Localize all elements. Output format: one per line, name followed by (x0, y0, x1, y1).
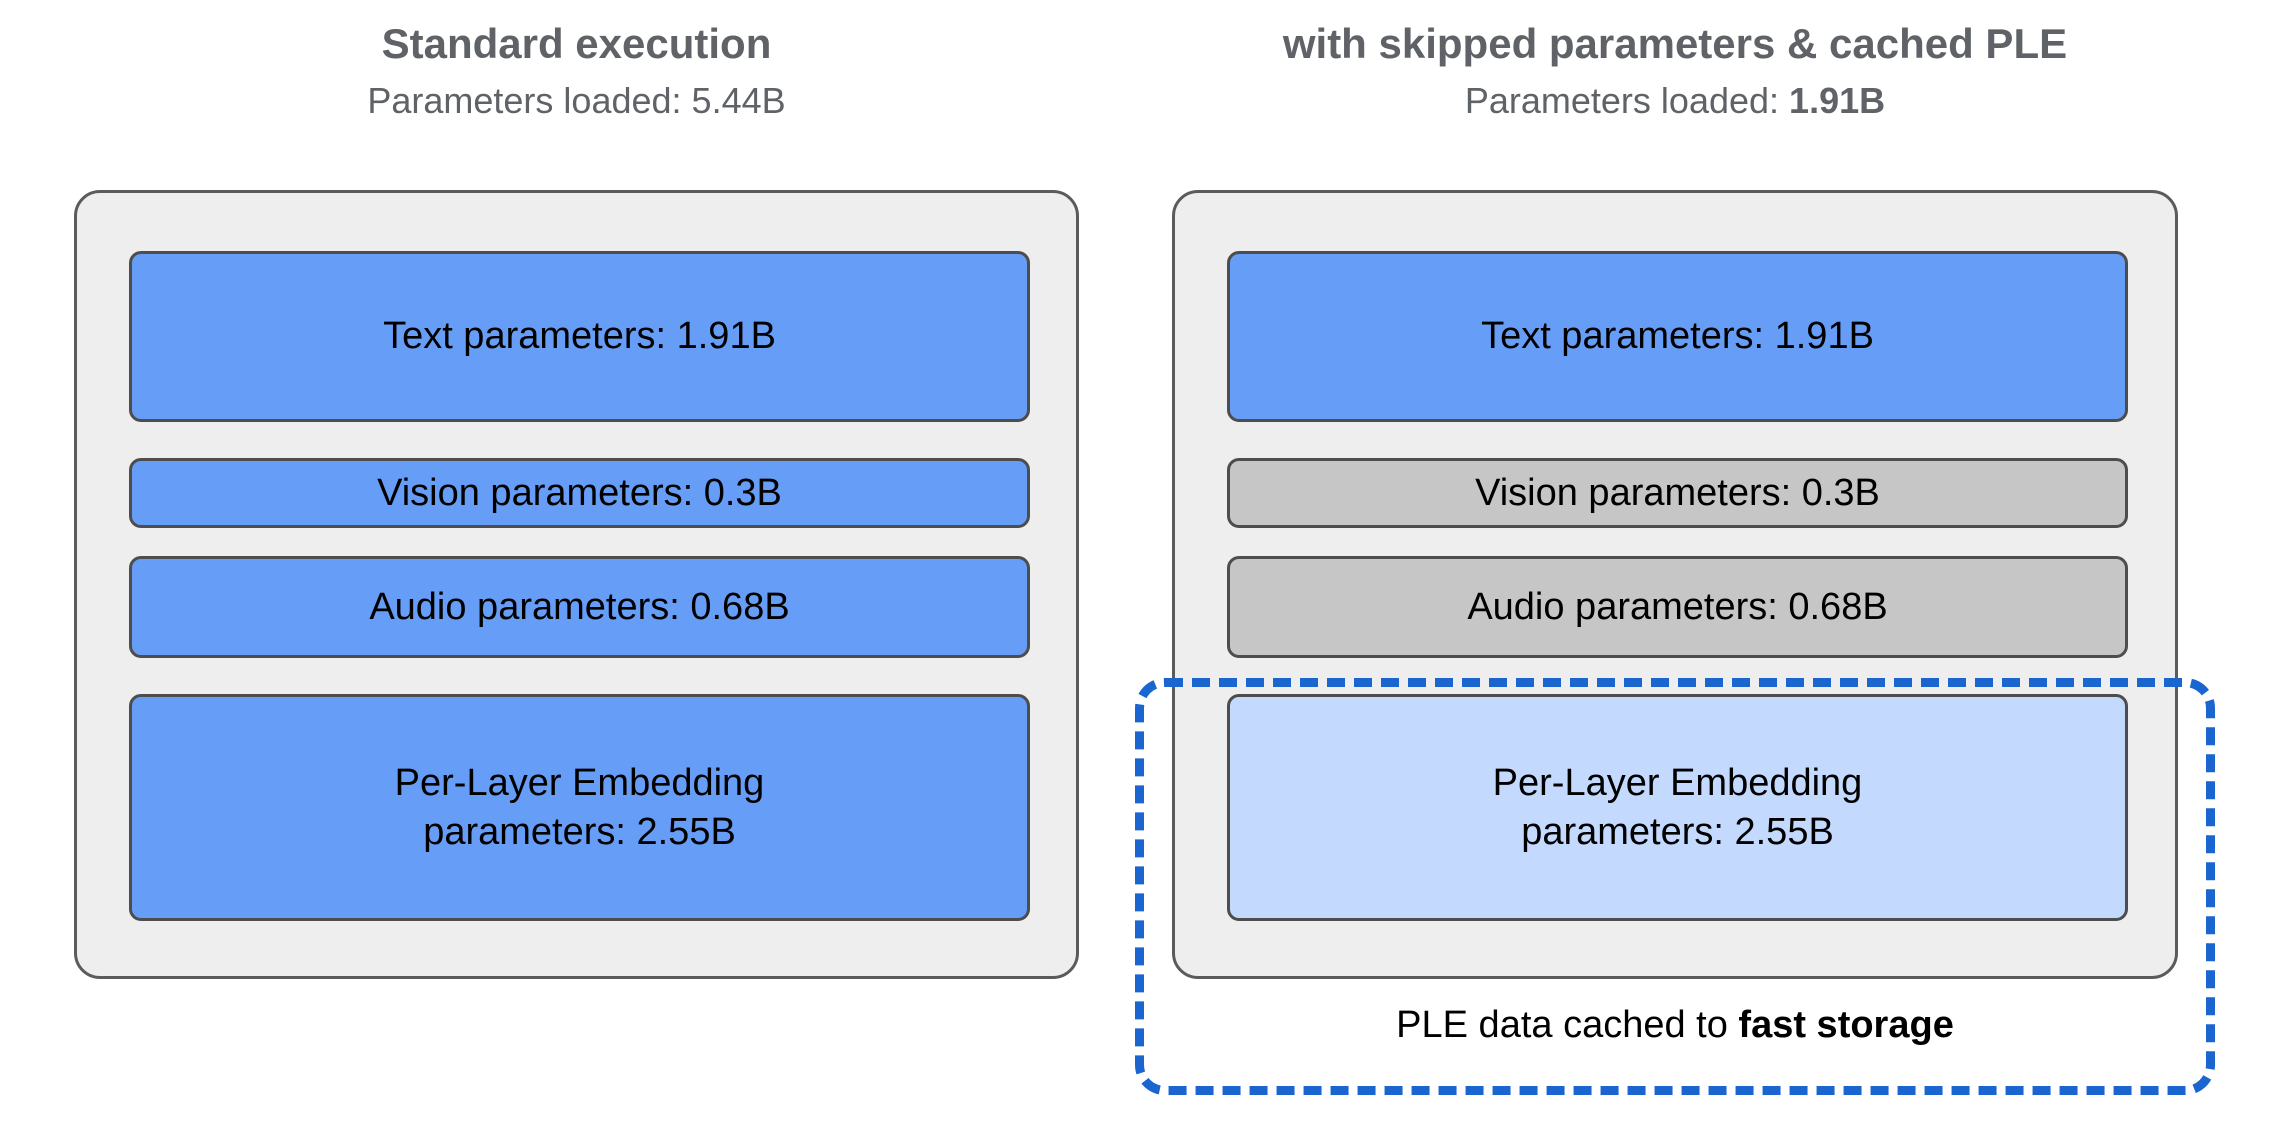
param-box-audio-optimized[interactable]: Audio parameters: 0.68B (1227, 556, 2128, 658)
param-box-label-line1: Per-Layer Embedding (394, 761, 765, 804)
param-box-ple-standard[interactable]: Per-Layer Embedding parameters: 2.55B (129, 694, 1030, 921)
param-box-ple-optimized[interactable]: Per-Layer Embedding parameters: 2.55B (1227, 694, 2128, 921)
param-box-vision-optimized[interactable]: Vision parameters: 0.3B (1227, 458, 2128, 528)
column-title-standard: Standard execution (381, 20, 772, 67)
param-box-audio-standard[interactable]: Audio parameters: 0.68B (129, 556, 1030, 658)
param-box-text-optimized[interactable]: Text parameters: 1.91B (1227, 251, 2128, 422)
param-box-label: Audio parameters: 0.68B (1467, 585, 1888, 628)
cache-caption-prefix: PLE data cached to (1396, 1004, 1739, 1046)
param-box-label: Vision parameters: 0.3B (1475, 471, 1880, 514)
cache-caption-emphasis: fast storage (1738, 1004, 1954, 1046)
param-box-label: Text parameters: 1.91B (383, 315, 776, 358)
param-box-label: Audio parameters: 0.68B (369, 585, 790, 628)
panel-optimized: Text parameters: 1.91B Vision parameters… (1172, 190, 2178, 979)
column-subtitle-standard: Parameters loaded: 5.44B (74, 82, 1079, 120)
cache-caption: PLE data cached to fast storage (1135, 1003, 2215, 1049)
column-title-optimized: with skipped parameters & cached PLE (1282, 20, 2068, 67)
param-box-text-standard[interactable]: Text parameters: 1.91B (129, 251, 1030, 422)
subtitle-value-standard: 5.44B (691, 80, 786, 122)
cached-ple-region (1135, 678, 2215, 1095)
subtitle-value-optimized: 1.91B (1789, 80, 1886, 122)
subtitle-prefix-optimized: Parameters loaded: (1464, 80, 1790, 122)
param-box-label-line2: parameters: 2.55B (1521, 810, 1834, 853)
column-header-optimized: with skipped parameters & cached PLE Par… (1172, 20, 2178, 120)
param-box-label: Text parameters: 1.91B (1481, 315, 1874, 358)
param-box-label-line2: parameters: 2.55B (423, 810, 736, 853)
param-box-label-line1: Per-Layer Embedding (1492, 761, 1863, 804)
panel-standard: Text parameters: 1.91B Vision parameters… (74, 190, 1079, 979)
param-box-label: Vision parameters: 0.3B (377, 471, 782, 514)
subtitle-prefix-standard: Parameters loaded: (367, 80, 692, 122)
column-subtitle-optimized: Parameters loaded: 1.91B (1172, 82, 2178, 120)
param-box-vision-standard[interactable]: Vision parameters: 0.3B (129, 458, 1030, 528)
column-header-standard: Standard execution Parameters loaded: 5.… (74, 20, 1079, 120)
